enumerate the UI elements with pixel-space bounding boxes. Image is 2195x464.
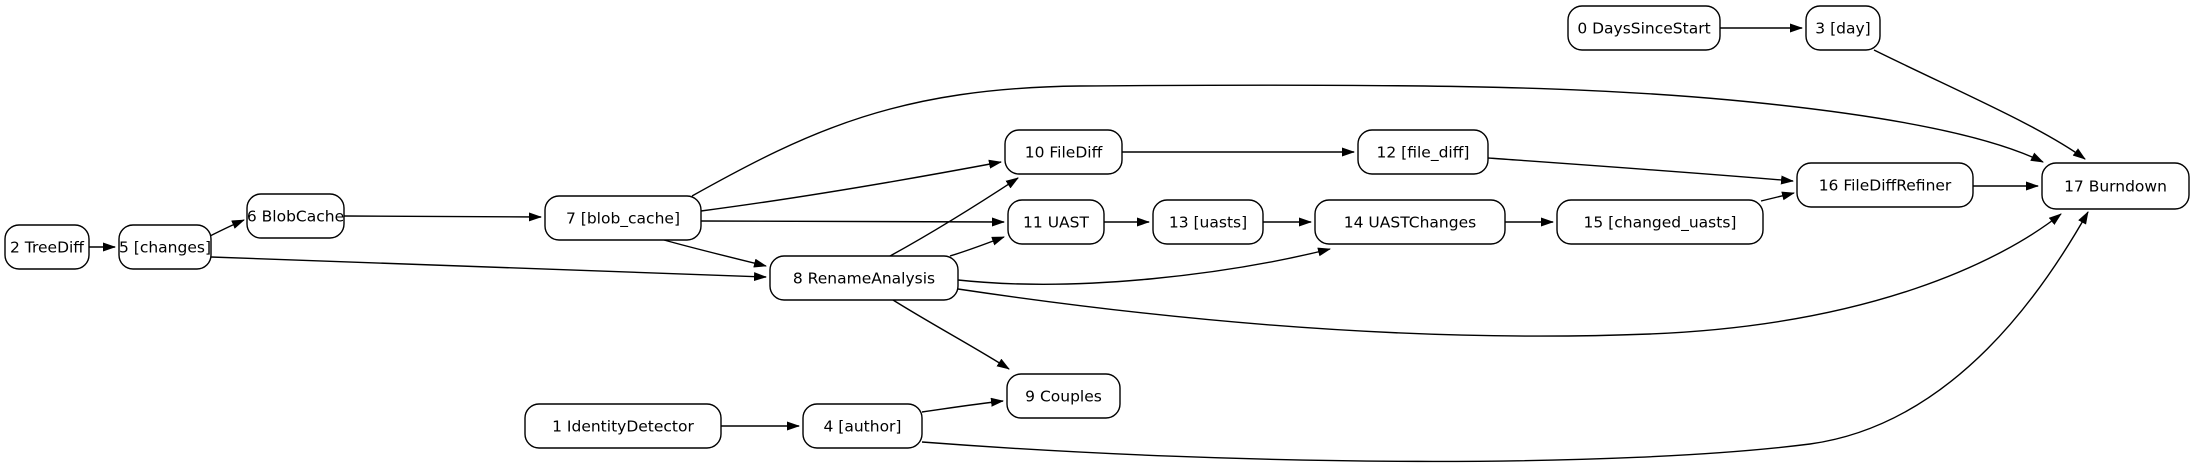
graph-node-17: 17 Burndown bbox=[2041, 162, 2190, 210]
graph-node-box-12 bbox=[1357, 129, 1489, 175]
graph-node-1: 1 IdentityDetector bbox=[524, 403, 722, 449]
graph-edge-4-to-9 bbox=[921, 397, 1004, 413]
graph-edge-4-to-17 bbox=[921, 211, 2089, 463]
graph-edge-5-to-6 bbox=[209, 219, 245, 237]
graph-node-label-13: 13 [uasts] bbox=[1169, 214, 1247, 232]
graph-node-label-16: 16 FileDiffRefiner bbox=[1819, 177, 1952, 195]
graph-node-box-0 bbox=[1567, 5, 1721, 51]
graph-edge-7-to-11 bbox=[700, 217, 1005, 227]
graph-edge-3-to-17 bbox=[1873, 49, 2086, 160]
graph-node-label-11: 11 UAST bbox=[1023, 214, 1089, 232]
graph-node-0: 0 DaysSinceStart bbox=[1567, 5, 1721, 51]
graph-node-9: 9 Couples bbox=[1006, 373, 1121, 419]
graph-node-box-15 bbox=[1556, 199, 1764, 245]
graph-node-label-15: 15 [changed_uasts] bbox=[1584, 214, 1737, 233]
graph-edge-8-to-10 bbox=[889, 177, 1019, 257]
graph-node-10: 10 FileDiff bbox=[1004, 129, 1123, 175]
graph-node-box-10 bbox=[1004, 129, 1123, 175]
graph-node-box-4 bbox=[802, 403, 923, 449]
graph-node-box-14 bbox=[1314, 199, 1506, 245]
graph-edge-5-to-8 bbox=[210, 256, 767, 282]
graph-node-16: 16 FileDiffRefiner bbox=[1796, 162, 1974, 208]
graph-node-box-11 bbox=[1007, 199, 1105, 245]
graph-node-label-3: 3 [day] bbox=[1815, 20, 1870, 38]
edges-layer bbox=[89, 23, 2089, 463]
graph-node-label-6: 6 BlobCache bbox=[247, 208, 344, 226]
graph-node-label-8: 8 RenameAnalysis bbox=[793, 270, 935, 288]
graph-node-box-13 bbox=[1152, 199, 1264, 245]
graph-node-6: 6 BlobCache bbox=[246, 193, 345, 239]
graph-node-box-16 bbox=[1796, 162, 1974, 208]
graph-edge-8-to-14 bbox=[957, 247, 1331, 285]
graph-edge-7-to-17 bbox=[691, 84, 2044, 197]
graph-edge-8-to-17 bbox=[957, 213, 2062, 337]
graph-node-box-6 bbox=[246, 193, 345, 239]
graph-node-label-5: 5 [changes] bbox=[119, 239, 211, 257]
graph-node-7: 7 [blob_cache] bbox=[544, 195, 702, 241]
graph-node-label-9: 9 Couples bbox=[1025, 388, 1102, 406]
graph-node-label-12: 12 [file_diff] bbox=[1377, 144, 1470, 163]
graph-node-8: 8 RenameAnalysis bbox=[769, 255, 959, 301]
graph-node-label-14: 14 UASTChanges bbox=[1344, 214, 1476, 232]
graph-node-box-2 bbox=[4, 224, 90, 270]
graph-node-label-17: 17 Burndown bbox=[2064, 178, 2167, 196]
graph-node-11: 11 UAST bbox=[1007, 199, 1105, 245]
graph-node-label-1: 1 IdentityDetector bbox=[552, 418, 694, 436]
graph-node-label-0: 0 DaysSinceStart bbox=[1577, 20, 1710, 38]
graph-node-label-7: 7 [blob_cache] bbox=[566, 210, 680, 229]
graph-edge-15-to-16 bbox=[1760, 191, 1795, 202]
graph-edge-6-to-7 bbox=[343, 212, 542, 222]
graph-node-14: 14 UASTChanges bbox=[1314, 199, 1506, 245]
graph-node-box-7 bbox=[544, 195, 702, 241]
graph-edge-12-to-16 bbox=[1487, 157, 1794, 185]
graph-node-box-1 bbox=[524, 403, 722, 449]
nodes-layer: 0 DaysSinceStart 3 [day] 2 TreeDiff 5 [chan… bbox=[4, 5, 2190, 449]
graph-edge-8-to-11 bbox=[949, 236, 1005, 257]
graph-node-3: 3 [day] bbox=[1805, 5, 1881, 51]
graph-node-5: 5 [changes] bbox=[118, 224, 212, 270]
graph-node-13: 13 [uasts] bbox=[1152, 199, 1264, 245]
graph-node-box-17 bbox=[2041, 162, 2190, 210]
graph-node-box-5 bbox=[118, 224, 212, 270]
graph-node-label-10: 10 FileDiff bbox=[1025, 144, 1103, 162]
graph-node-4: 4 [author] bbox=[802, 403, 923, 449]
graph-node-15: 15 [changed_uasts] bbox=[1556, 199, 1764, 245]
graph-node-box-3 bbox=[1805, 5, 1881, 51]
graph-edge-7-to-8 bbox=[663, 239, 767, 268]
graph-edge-7-to-10 bbox=[700, 159, 1002, 212]
graph-node-box-8 bbox=[769, 255, 959, 301]
graph-node-label-4: 4 [author] bbox=[824, 418, 902, 436]
graph-edge-8-to-9 bbox=[892, 299, 1010, 370]
graph-node-label-2: 2 TreeDiff bbox=[10, 239, 84, 257]
graph-node-12: 12 [file_diff] bbox=[1357, 129, 1489, 175]
graph-node-box-9 bbox=[1006, 373, 1121, 419]
graph-node-2: 2 TreeDiff bbox=[4, 224, 90, 270]
